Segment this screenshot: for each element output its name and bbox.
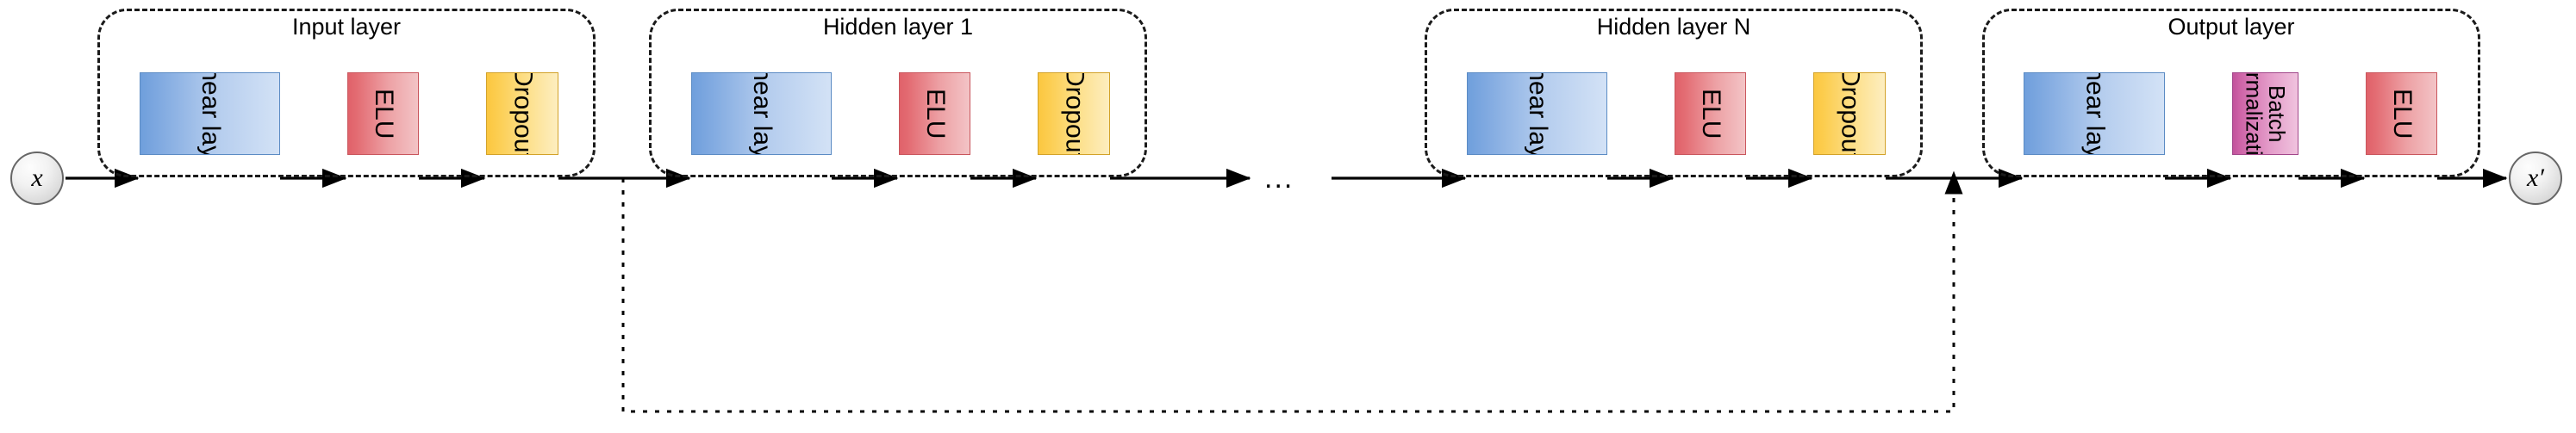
output-node: x′ [2509, 152, 2562, 205]
input-node-label: x [31, 164, 43, 192]
block-label-hidden1-linear: Linear layer [747, 72, 777, 155]
group-title-input-layer: Input layer [291, 14, 402, 40]
block-hiddenN-elu[interactable]: ELU [1675, 72, 1746, 155]
group-output-layer [1982, 9, 2480, 177]
block-label-hiddenN-dropout: Dropout [1836, 72, 1865, 155]
group-title-output-layer: Output layer [2167, 14, 2295, 40]
block-label-output-elu: ELU [2387, 88, 2417, 139]
block-hiddenN-linear[interactable]: Linear layer [1467, 72, 1607, 155]
layers-ellipsis: ... [1264, 162, 1294, 195]
block-label-input-linear: Linear layer [196, 72, 225, 155]
group-hidden-layer-n [1425, 9, 1923, 177]
block-label-hiddenN-linear: Linear layer [1523, 72, 1552, 155]
group-hidden-layer-1 [649, 9, 1147, 177]
block-hidden1-linear[interactable]: Linear layer [691, 72, 832, 155]
block-output-elu[interactable]: ELU [2366, 72, 2437, 155]
block-label-hiddenN-elu: ELU [1696, 88, 1725, 139]
block-output-batchnorm[interactable]: normalization Batch [2232, 72, 2298, 155]
block-input-linear[interactable]: Linear layer [140, 72, 280, 155]
block-input-elu[interactable]: ELU [347, 72, 419, 155]
block-label-hidden1-dropout: Dropout [1060, 72, 1089, 155]
block-label-input-dropout: Dropout [508, 72, 538, 155]
block-label-input-elu: ELU [369, 88, 398, 139]
group-title-hidden-layer-1: Hidden layer 1 [822, 14, 974, 40]
block-hiddenN-dropout[interactable]: Dropout [1813, 72, 1886, 155]
block-hidden1-dropout[interactable]: Dropout [1038, 72, 1110, 155]
block-label-output-batchnorm-line1: Batch [2264, 84, 2291, 143]
output-node-label: x′ [2527, 164, 2544, 192]
block-hidden1-elu[interactable]: ELU [899, 72, 970, 155]
group-title-hidden-layer-n: Hidden layer N [1596, 14, 1751, 40]
input-node: x [10, 152, 64, 205]
block-label-output-batchnorm-line2: normalization [2241, 72, 2267, 155]
block-input-dropout[interactable]: Dropout [486, 72, 558, 155]
block-output-linear[interactable]: Linear layer [2024, 72, 2165, 155]
block-label-hidden1-elu: ELU [920, 88, 950, 139]
block-label-output-linear: Linear layer [2080, 72, 2110, 155]
group-input-layer [97, 9, 596, 177]
skip-connection [621, 170, 1963, 413]
